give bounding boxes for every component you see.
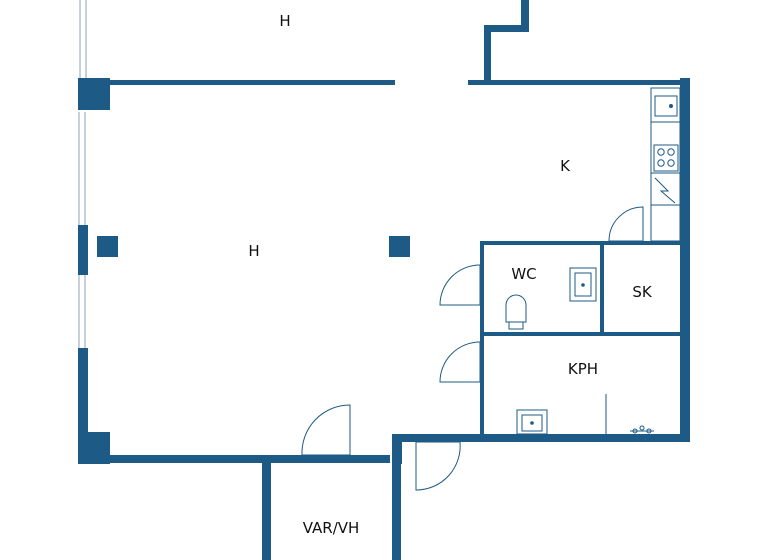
wall-wc-top xyxy=(480,241,690,245)
door-entrance-arc xyxy=(415,441,461,491)
wall-var-left xyxy=(262,455,271,560)
stove-icon xyxy=(653,144,679,172)
door-kph-arc xyxy=(439,341,481,383)
wall-top-divider-right xyxy=(468,80,688,85)
wall-top-divider-left xyxy=(78,80,395,85)
dishwasher-icon xyxy=(654,177,676,204)
walls xyxy=(78,0,690,560)
door-wc-arc xyxy=(439,264,481,306)
window-lines xyxy=(78,0,87,348)
door-kitchen-arc xyxy=(608,206,644,242)
wall-var-right xyxy=(392,434,401,560)
room-label-wc: WC xyxy=(511,265,536,283)
column-center xyxy=(389,236,410,257)
wall-bottom-left xyxy=(78,455,390,463)
wall-wc-left xyxy=(480,241,484,441)
toilet-icon xyxy=(505,294,527,330)
wall-notch-vertical-a xyxy=(484,25,491,83)
room-label-k: K xyxy=(560,157,571,175)
room-label-sk: SK xyxy=(632,283,653,301)
shower-head-icon xyxy=(630,425,654,434)
kitchen-sink-icon xyxy=(654,95,678,117)
wall-right xyxy=(680,78,690,442)
column-left xyxy=(97,236,118,257)
wall-bottom-right xyxy=(392,434,690,442)
kitchen-counter xyxy=(650,87,681,242)
room-label-h-top: H xyxy=(279,12,290,30)
wall-left-bottom xyxy=(78,348,88,463)
wc-sink-icon xyxy=(569,267,597,302)
doors xyxy=(301,206,644,491)
kph-sink-icon xyxy=(516,409,548,435)
room-label-kph: KPH xyxy=(568,360,598,378)
door-var-arc xyxy=(301,404,351,456)
wall-left-mid xyxy=(78,225,88,275)
wall-wc-bottom xyxy=(480,332,690,336)
room-label-h-main: H xyxy=(248,242,259,260)
wall-notch-horizontal xyxy=(484,25,529,32)
wall-notch-vertical-b xyxy=(521,0,529,32)
wall-wc-sk-divider xyxy=(600,241,604,335)
room-label-var-vh: VAR/VH xyxy=(303,519,360,537)
